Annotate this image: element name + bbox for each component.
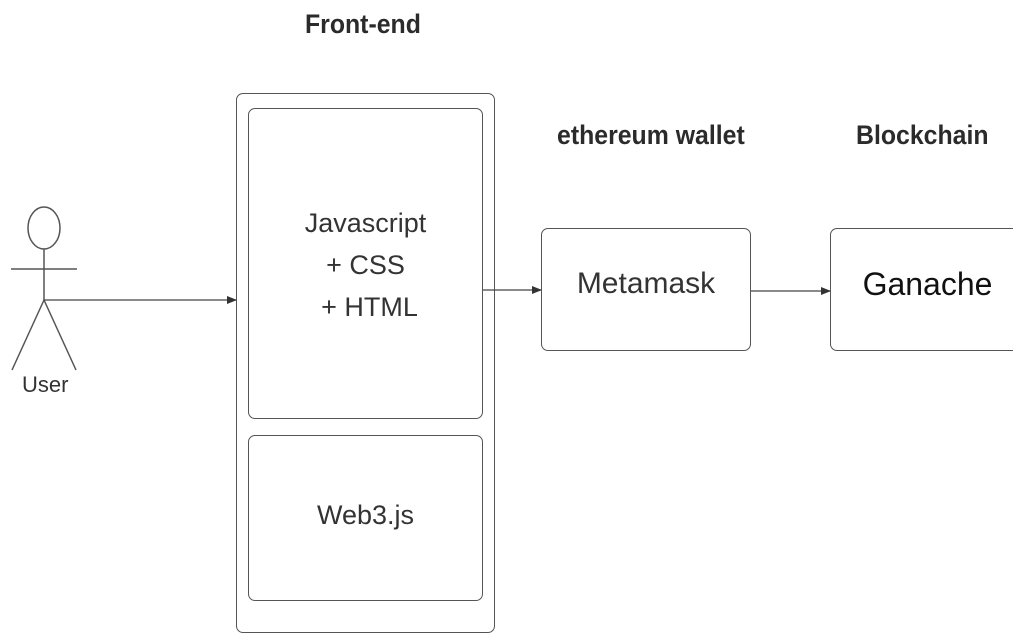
frontend-ui-line-1: Javascript [304, 208, 427, 238]
web3-label: Web3.js [316, 500, 415, 530]
frontend-ui-line-3: + HTML [321, 292, 418, 322]
user-label: User [22, 372, 69, 397]
web3-box: Web3.js [248, 435, 483, 601]
blockchain-heading: Blockchain [856, 120, 989, 150]
actor-head [27, 206, 61, 250]
frontend-ui-line-2: + CSS [326, 250, 405, 280]
actor-left-leg [11, 299, 45, 371]
metamask-box: Metamask [541, 228, 751, 351]
user-actor-icon [11, 206, 77, 371]
wallet-heading: ethereum wallet [557, 120, 745, 150]
frontend-ui-text: Javascript + CSS + HTML [249, 202, 482, 328]
actor-right-leg [43, 299, 77, 371]
metamask-label: Metamask [576, 267, 716, 300]
frontend-ui-box: Javascript + CSS + HTML [248, 108, 483, 419]
frontend-heading: Front-end [305, 9, 421, 39]
ganache-label: Ganache [862, 266, 993, 302]
ganache-box: Ganache [830, 228, 1013, 351]
